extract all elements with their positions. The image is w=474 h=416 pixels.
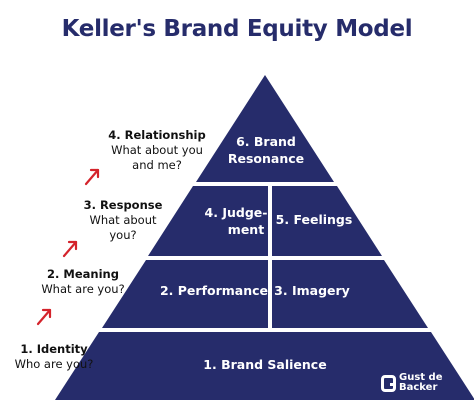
level-identity-question-1: Who are you? bbox=[14, 357, 94, 371]
level-response-label: 3. Response bbox=[83, 198, 163, 212]
level-relationship-question-2: and me? bbox=[132, 158, 182, 172]
tier-brand-salience-line-1: 1. Brand Salience bbox=[203, 357, 326, 372]
level-meaning: 2. Meaning What are you? bbox=[28, 267, 138, 297]
arrow-up-right-icon bbox=[62, 240, 78, 258]
logo-text: Gust de Backer bbox=[399, 373, 442, 393]
tier-brand-resonance-line-1: 6. Brand bbox=[236, 134, 296, 149]
gust-de-backer-logo: Gust de Backer bbox=[381, 373, 442, 393]
arrow-up-right-icon bbox=[36, 308, 52, 326]
level-meaning-label: 2. Meaning bbox=[47, 267, 119, 281]
level-relationship: 4. Relationship What about you and me? bbox=[92, 128, 222, 173]
level-identity-label: 1. Identity bbox=[20, 342, 88, 356]
level-response-question-1: What about bbox=[89, 213, 157, 227]
level-response: 3. Response What about you? bbox=[68, 198, 178, 243]
tier-performance bbox=[102, 260, 268, 328]
tier-performance-line-1: 2. Performance bbox=[160, 283, 268, 298]
tier-judgement-line-1: 4. Judge- bbox=[205, 205, 268, 220]
page-title: Keller's Brand Equity Model bbox=[61, 16, 413, 42]
tier-imagery-line-1: 3. Imagery bbox=[274, 283, 350, 298]
tier-judgement-line-2: ment bbox=[228, 222, 264, 237]
arrow-up-right-icon bbox=[84, 168, 100, 186]
tier-feelings-line-1: 5. Feelings bbox=[276, 212, 353, 227]
logo-line-2: Backer bbox=[399, 382, 438, 393]
tier-imagery bbox=[272, 260, 428, 328]
tier-brand-resonance-line-2: Resonance bbox=[228, 151, 304, 166]
logo-line-1: Gust de bbox=[399, 372, 443, 383]
level-meaning-question-1: What are you? bbox=[41, 282, 125, 296]
level-relationship-question-1: What about you bbox=[111, 143, 203, 157]
level-identity: 1. Identity Who are you? bbox=[2, 342, 106, 372]
tier-judgement bbox=[148, 186, 268, 256]
tier-brand-resonance bbox=[196, 75, 334, 182]
tier-feelings bbox=[272, 186, 382, 256]
g-logo-icon bbox=[381, 374, 396, 392]
tier-brand-salience bbox=[55, 332, 474, 400]
level-relationship-label: 4. Relationship bbox=[108, 128, 206, 142]
level-response-question-2: you? bbox=[109, 228, 137, 242]
